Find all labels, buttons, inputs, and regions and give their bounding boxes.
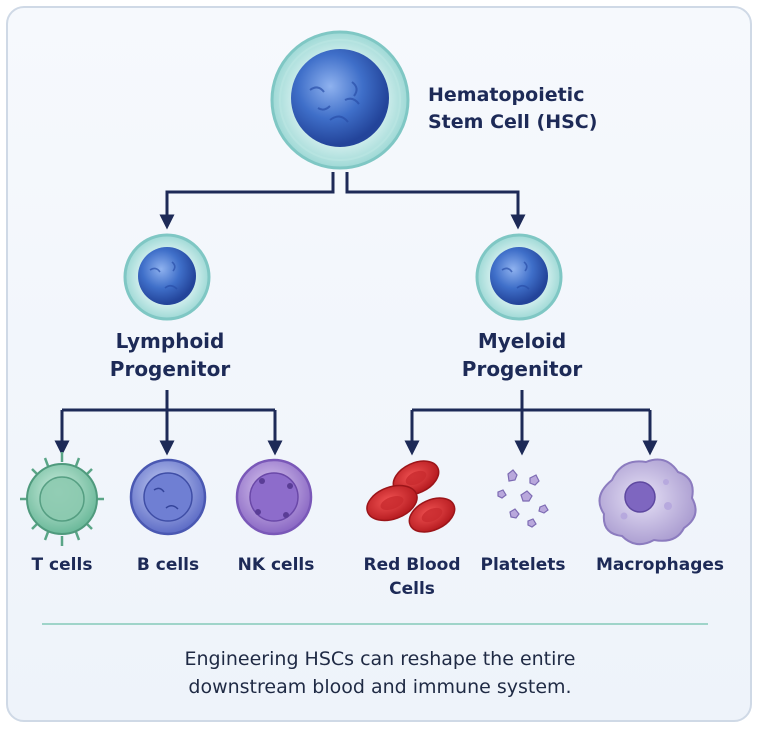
myeloid-label-line2: Progenitor	[462, 357, 583, 381]
myeloid-progenitor-icon	[475, 233, 563, 321]
connectors	[54, 172, 658, 456]
red-blood-cells-label-line2: Cells	[389, 579, 435, 599]
footer-line1: Engineering HSCs can reshape the entire	[185, 648, 576, 670]
red-blood-cells-label-line1: Red Blood	[363, 555, 460, 575]
nk-cell-icon	[235, 458, 313, 536]
hsc-label-line2: Stem Cell (HSC)	[428, 111, 597, 133]
connector-hsc-to-lymphoid	[159, 172, 335, 230]
lymphoid-label-line1: Lymphoid	[116, 329, 225, 353]
lymphoid-label-line2: Progenitor	[110, 357, 231, 381]
macrophage-icon	[598, 458, 697, 546]
myeloid-label-line1: Myeloid	[478, 329, 566, 353]
b-cell-icon	[129, 458, 207, 536]
nk-cells-label: NK cells	[238, 555, 315, 575]
platelets-label: Platelets	[480, 555, 565, 575]
footer-line2: downstream blood and immune system.	[188, 676, 571, 698]
b-cells-label: B cells	[137, 555, 199, 575]
connector-hsc-to-myeloid	[345, 172, 526, 230]
t-cell-icon	[20, 452, 104, 546]
t-cells-label: T cells	[32, 555, 93, 575]
lymphoid-progenitor-icon	[123, 233, 211, 321]
platelets-icon	[497, 469, 549, 528]
macrophages-label: Macrophages	[596, 555, 724, 575]
hsc-cell-icon	[270, 30, 410, 170]
red-blood-cells-icon	[366, 460, 456, 533]
hsc-label-line1: Hematopoietic	[428, 84, 584, 106]
